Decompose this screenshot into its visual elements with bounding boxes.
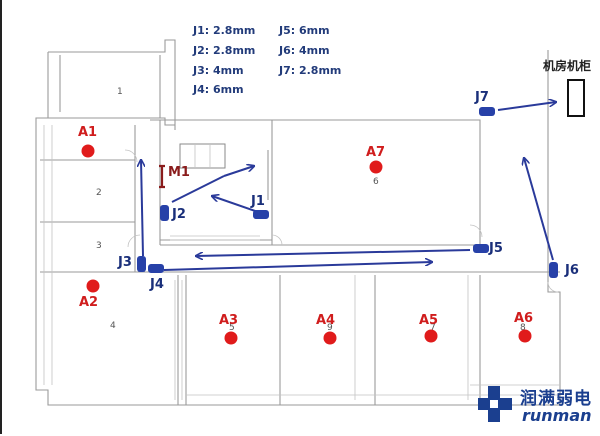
legend-item-j1: J1: 2.8mm	[193, 24, 256, 37]
cabinet-label: 机房机柜	[543, 58, 591, 73]
route-arrow	[171, 175, 225, 203]
legend-item-j2: J2: 2.8mm	[193, 44, 256, 57]
ap-label: A2	[79, 295, 98, 310]
room-number: 5	[229, 323, 235, 333]
camera-icon[interactable]	[148, 264, 164, 273]
room-number: 1	[117, 87, 123, 97]
legend-item-j5: J5: 6mm	[279, 24, 330, 37]
ap-icon[interactable]	[518, 329, 532, 343]
legend-item-j6: J6: 4mm	[279, 44, 330, 57]
camera-icon[interactable]	[160, 205, 169, 221]
room-numbers: 1 2 3 4 5 6 7 8 9	[96, 87, 526, 333]
legend-item-j7: J7: 2.8mm	[279, 64, 342, 77]
route-arrow	[163, 262, 432, 271]
camera-label: J7	[474, 90, 489, 105]
access-points: A1 A2 A3 A4 A5 A6 A7	[78, 125, 533, 345]
server-cabinet: 机房机柜	[543, 58, 591, 117]
room-number: 2	[96, 188, 102, 198]
ap-label: A5	[419, 313, 438, 328]
ap-icon[interactable]	[224, 331, 238, 345]
room-number: 8	[520, 323, 526, 333]
cabinet-icon	[567, 79, 585, 117]
camera-label: J3	[117, 255, 132, 270]
camera-icon[interactable]	[253, 210, 269, 219]
ap-label: A3	[219, 313, 238, 328]
marker-m1: M1	[159, 164, 190, 189]
ap-icon[interactable]	[86, 279, 100, 293]
camera-icon[interactable]	[473, 244, 489, 253]
ap-label: A4	[316, 313, 335, 328]
legend-item-j3: J3: 4mm	[193, 64, 244, 77]
camera-label: J1	[250, 194, 265, 209]
cameras: J1 J2 J3 J4 J5 J6 J7	[117, 90, 579, 292]
route-arrow	[141, 160, 143, 257]
ap-icon[interactable]	[424, 329, 438, 343]
logo-text-en: runman	[522, 406, 592, 425]
ap-label: A1	[78, 125, 97, 140]
route-arrow	[223, 166, 254, 177]
camera-icon[interactable]	[479, 107, 495, 116]
route-arrow	[212, 196, 259, 213]
route-arrow	[497, 102, 556, 111]
route-arrow	[196, 249, 471, 256]
camera-icon[interactable]	[137, 256, 146, 272]
camera-icon[interactable]	[549, 262, 558, 278]
logo-mark	[478, 386, 512, 422]
room-number: 6	[373, 177, 379, 187]
camera-label: J4	[149, 277, 164, 292]
legend-item-j4: J4: 6mm	[193, 83, 244, 96]
ap-label: A7	[366, 145, 385, 160]
room-number: 9	[327, 323, 333, 333]
route-arrow	[524, 158, 554, 261]
ap-label: A6	[514, 311, 533, 326]
logo-cross-icon	[478, 386, 512, 422]
camera-label: J2	[171, 207, 186, 222]
marker-label: M1	[168, 165, 190, 180]
bracket-icon	[159, 164, 165, 189]
cable-routes	[141, 102, 556, 271]
ap-icon[interactable]	[323, 331, 337, 345]
camera-label: J5	[488, 241, 503, 256]
room-number: 4	[110, 321, 116, 331]
logo-text-cn: 润满弱电	[520, 389, 592, 409]
room-number: 7	[430, 323, 436, 333]
room-number: 3	[96, 241, 102, 251]
ap-icon[interactable]	[81, 144, 95, 158]
ap-icon[interactable]	[369, 160, 383, 174]
camera-label: J6	[564, 263, 579, 278]
